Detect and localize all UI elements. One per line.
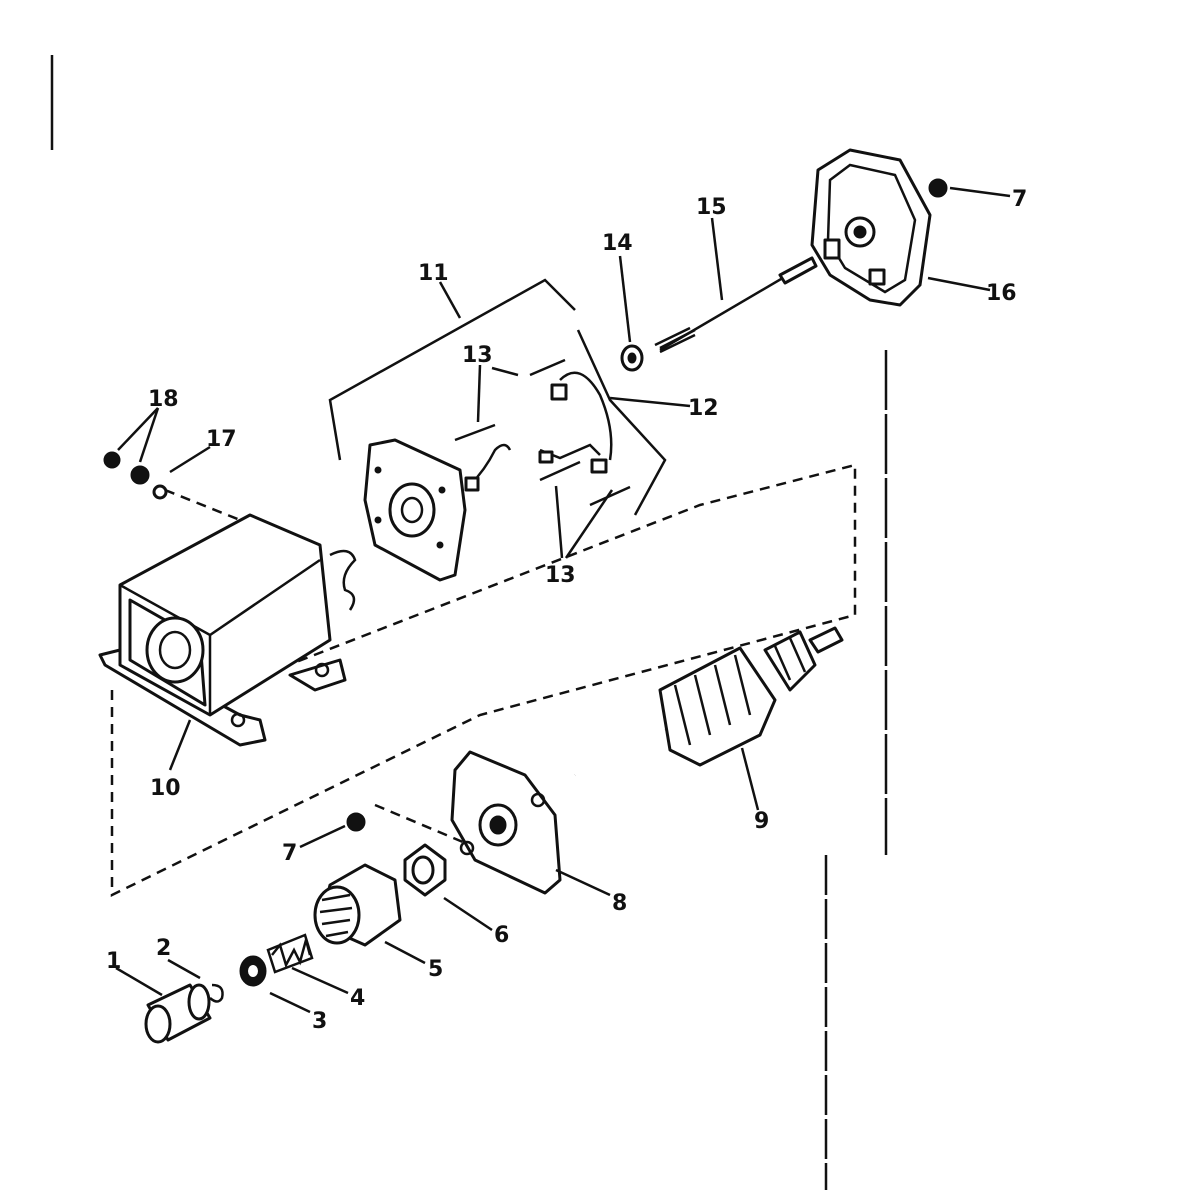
leader-1	[115, 966, 163, 997]
leader-7-lower	[299, 824, 346, 849]
motor-housing	[98, 513, 357, 747]
drive-end-plate	[450, 750, 562, 895]
label-part-16: 16	[986, 281, 1017, 306]
armature	[573, 626, 844, 779]
label-part-12: 12	[688, 396, 719, 421]
leader-2	[167, 958, 201, 980]
label-part-13-bottom: 13	[545, 563, 576, 588]
nut-top	[928, 178, 948, 198]
label-part-18: 18	[148, 387, 179, 412]
leader-11	[438, 281, 462, 319]
leader-18a	[117, 407, 159, 451]
end-cap	[810, 148, 932, 307]
anti-drift-spring	[266, 933, 314, 974]
bushing	[403, 843, 447, 897]
leader-8	[555, 868, 611, 897]
leader-12	[609, 396, 691, 408]
label-part-7-top: 7	[1012, 187, 1027, 212]
label-part-17: 17	[206, 427, 237, 452]
assembly-line-nut	[374, 803, 471, 847]
assembly-line-screws	[164, 488, 241, 522]
label-part-11: 11	[418, 261, 449, 286]
brush-springs	[454, 358, 631, 507]
brush-kit-bracket-right	[576, 329, 667, 516]
screw-18b	[130, 465, 150, 485]
label-part-8: 8	[612, 891, 627, 916]
leader-5	[384, 940, 426, 965]
leader-9	[740, 747, 760, 811]
leader-17	[169, 445, 211, 474]
leader-10	[168, 719, 192, 771]
label-part-3: 3	[312, 1009, 327, 1034]
leader-4	[291, 966, 349, 995]
label-part-1: 1	[106, 949, 121, 974]
screw-18a	[103, 451, 121, 469]
dust-cover	[144, 983, 212, 1044]
leader-16	[927, 276, 991, 292]
nut-lower	[346, 812, 366, 832]
retaining-ring	[209, 983, 224, 1003]
brushes	[464, 371, 613, 492]
leader-6	[443, 896, 493, 932]
label-part-14: 14	[602, 231, 633, 256]
label-part-10: 10	[150, 776, 181, 801]
brush-plate	[363, 438, 467, 582]
leader-13c	[554, 485, 564, 559]
label-part-2: 2	[156, 936, 171, 961]
label-part-4: 4	[350, 986, 365, 1011]
label-part-5: 5	[428, 957, 443, 982]
label-part-15: 15	[696, 195, 727, 220]
leader-13b	[476, 364, 482, 423]
leader-15	[710, 217, 724, 301]
assembly-line-housing	[110, 463, 857, 898]
leader-14	[618, 255, 632, 343]
leader-7-top	[949, 186, 1011, 198]
stop-nut	[239, 955, 267, 987]
label-part-6: 6	[494, 923, 509, 948]
leader-18b	[138, 407, 160, 463]
label-part-7-lower: 7	[282, 841, 297, 866]
through-bolt	[654, 256, 818, 354]
leader-3	[269, 991, 311, 1014]
leader-13a	[491, 366, 519, 377]
drive-pinion	[313, 863, 402, 947]
leader-13d	[564, 489, 614, 559]
washer-17	[152, 484, 168, 500]
label-part-13-top: 13	[462, 343, 493, 368]
label-part-9: 9	[754, 809, 769, 834]
brush-kit-bracket	[328, 278, 576, 461]
